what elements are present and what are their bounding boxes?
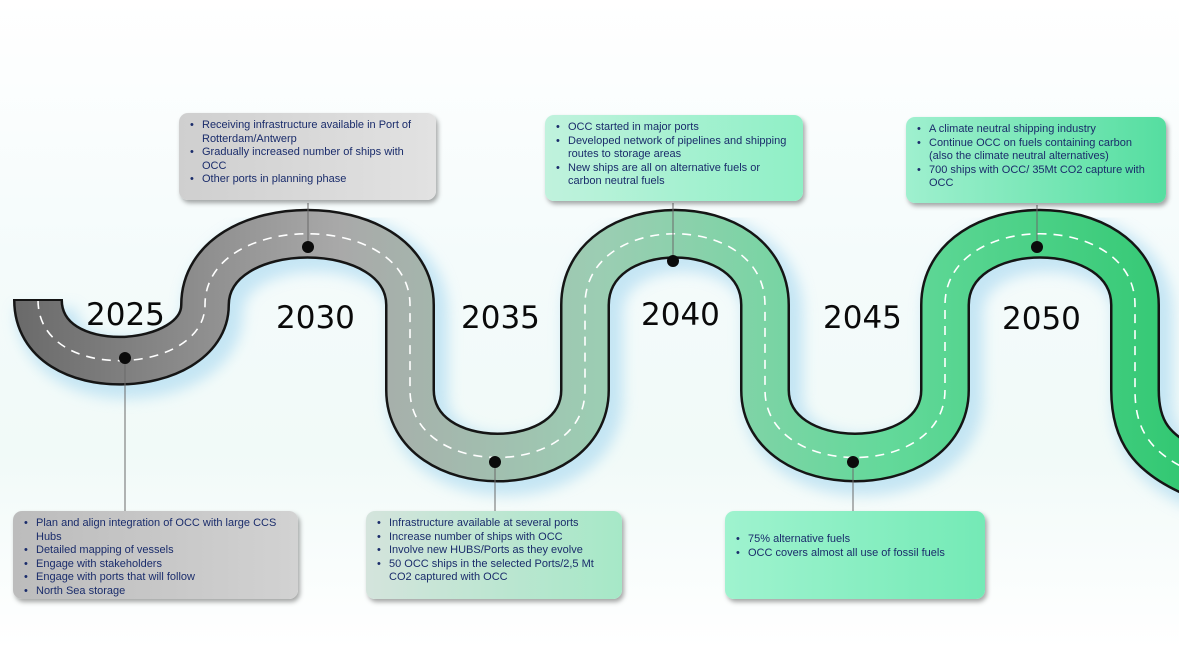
milestone-dot-2025 [119, 352, 131, 364]
milestone-box-2025: Plan and align integration of OCC with l… [13, 511, 298, 599]
milestone-item: Developed network of pipelines and shipp… [553, 135, 793, 162]
milestone-item: Plan and align integration of OCC with l… [21, 517, 288, 544]
milestone-item: OCC started in major ports [553, 121, 793, 135]
milestone-item: Receiving infrastructure available in Po… [187, 119, 426, 146]
milestone-item: Involve new HUBS/Ports as they evolve [374, 544, 612, 558]
milestone-dot-2045 [847, 456, 859, 468]
milestone-item: 700 ships with OCC/ 35Mt CO2 capture wit… [914, 164, 1156, 191]
milestone-item: Other ports in planning phase [187, 173, 426, 187]
milestone-dot-2030 [302, 241, 314, 253]
milestone-item: Increase number of ships with OCC [374, 531, 612, 545]
year-label-2045: 2045 [823, 300, 902, 336]
year-label-2030: 2030 [276, 300, 355, 336]
year-label-2025: 2025 [86, 297, 165, 333]
milestone-item: Engage with stakeholders [21, 558, 288, 572]
milestone-box-2030: Receiving infrastructure available in Po… [179, 113, 436, 200]
milestone-item: New ships are all on alternative fuels o… [553, 162, 793, 189]
year-label-2040: 2040 [641, 297, 720, 333]
milestone-item: Infrastructure available at several port… [374, 517, 612, 531]
milestone-item: A climate neutral shipping industry [914, 123, 1156, 137]
milestone-box-2035: Infrastructure available at several port… [366, 511, 622, 599]
road-lane-markings [37, 232, 1179, 467]
milestone-item: North Sea storage [21, 585, 288, 599]
milestone-box-2050: A climate neutral shipping industry Cont… [906, 117, 1166, 203]
milestone-item: Detailed mapping of vessels [21, 544, 288, 558]
milestone-dot-2050 [1031, 241, 1043, 253]
milestone-box-2040: OCC started in major ports Developed net… [545, 115, 803, 201]
milestone-box-2045: 75% alternative fuels OCC covers almost … [725, 511, 985, 599]
milestone-dot-2040 [667, 255, 679, 267]
year-label-2050: 2050 [1002, 301, 1081, 337]
milestone-dot-2035 [489, 456, 501, 468]
year-label-2035: 2035 [461, 300, 540, 336]
milestone-item: 50 OCC ships in the selected Ports/2,5 M… [374, 558, 612, 585]
milestone-item: Gradually increased number of ships with… [187, 146, 426, 173]
milestone-item: Continue OCC on fuels containing carbon … [914, 137, 1156, 164]
milestone-item: Engage with ports that will follow [21, 571, 288, 585]
milestone-item: OCC covers almost all use of fossil fuel… [733, 547, 975, 561]
milestone-item: 75% alternative fuels [733, 533, 975, 547]
